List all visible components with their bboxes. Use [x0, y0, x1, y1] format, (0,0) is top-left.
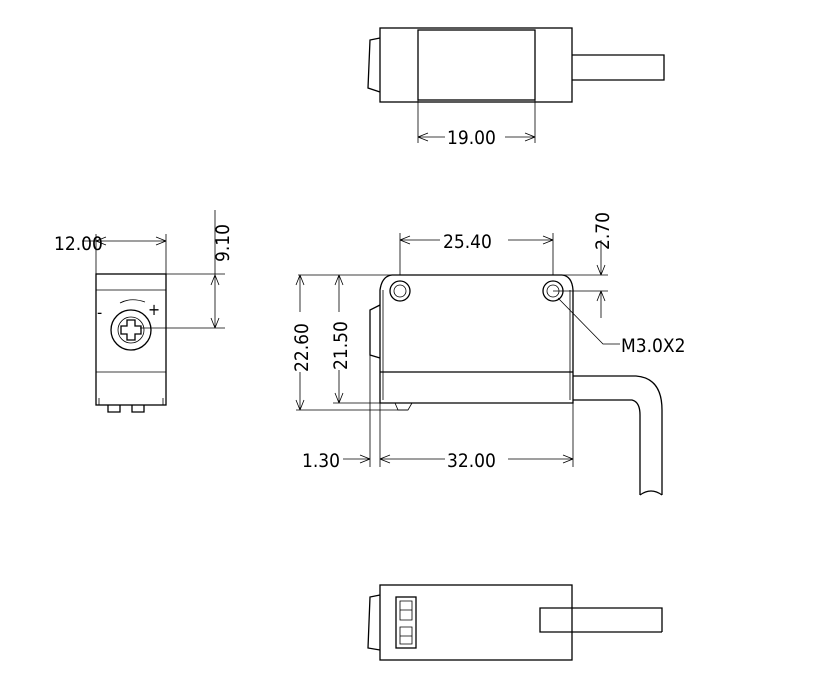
minus-symbol: - — [97, 303, 102, 322]
mount-hole-callout: M3.0X2 — [621, 335, 686, 357]
dimension-top-width: 19.00 — [447, 127, 496, 149]
top-view: 19.00 — [367, 27, 665, 149]
dimension-side-width: 12.00 — [54, 233, 103, 255]
plus-symbol: + — [148, 300, 160, 319]
dimension-adjuster-offset: 9.10 — [212, 224, 234, 262]
dimension-hole-spacing: 25.40 — [443, 231, 492, 253]
dimension-length: 32.00 — [447, 450, 496, 472]
side-view: - + 12.00 9.10 — [54, 210, 234, 413]
bottom-view — [367, 584, 663, 661]
connector-icon — [395, 596, 417, 649]
dimension-lens-offset: 1.30 — [302, 450, 340, 472]
adjuster-knob-icon — [110, 309, 152, 351]
dimension-body-height: 21.50 — [330, 321, 352, 370]
mount-hole-icon — [389, 280, 411, 302]
dimension-hole-offset: 2.70 — [592, 212, 614, 250]
dimension-total-height: 22.60 — [291, 323, 313, 372]
front-view: 25.40 2.70 M3.0X2 22.60 21.50 1.30 32.00 — [291, 212, 686, 496]
